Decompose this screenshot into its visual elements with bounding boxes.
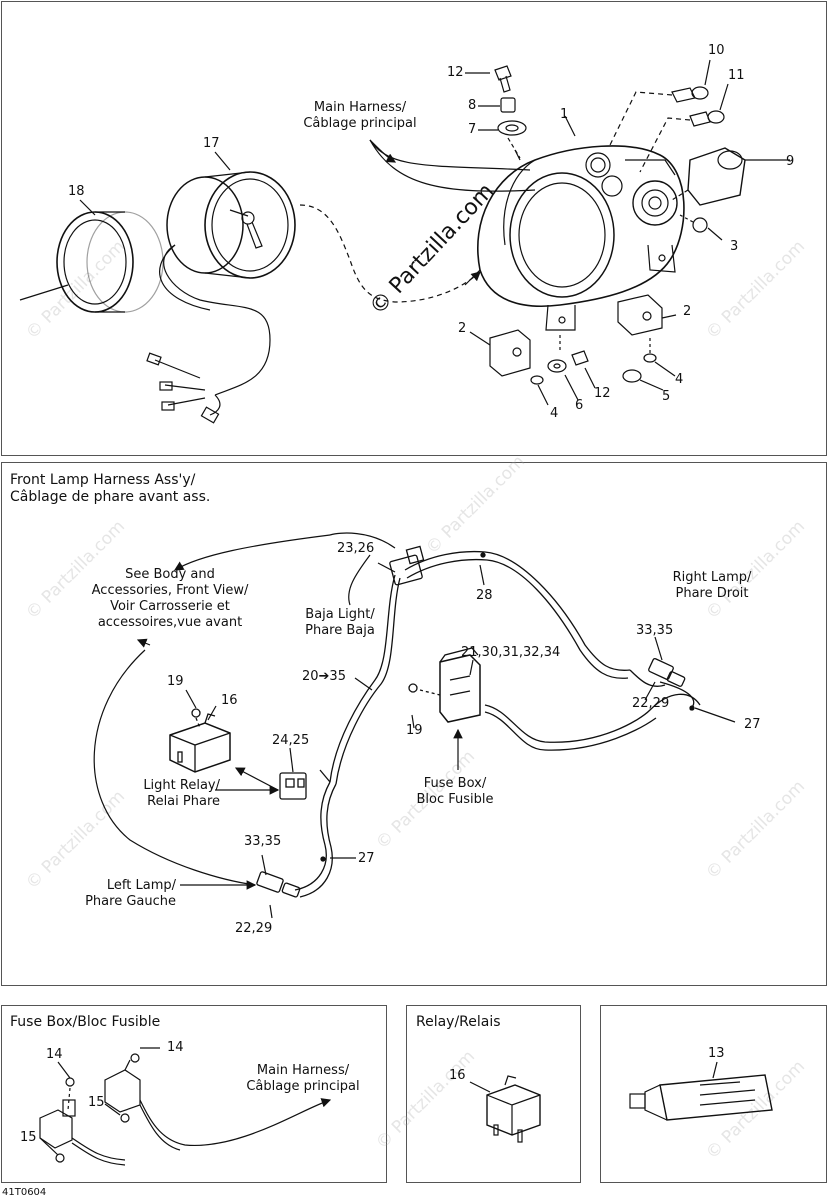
relay-panel-title: Relay/Relais: [416, 1014, 501, 1030]
callout-14: 14: [46, 1047, 63, 1062]
fuse-box-label: Fuse Box/ Bloc Fusible: [416, 776, 494, 807]
callout-28: 28: [476, 588, 493, 603]
callout-24-25: 24,25: [272, 733, 310, 748]
callout-16: 16: [449, 1068, 466, 1083]
fuse-box-panel: [1, 1005, 387, 1183]
callout-15: 15: [20, 1130, 37, 1145]
callout-12: 12: [594, 386, 611, 401]
callout-4: 4: [675, 372, 684, 387]
callout-4: 4: [550, 406, 559, 421]
callout-16: 16: [221, 693, 238, 708]
callout-20-to-35: 20➔35: [302, 669, 346, 684]
callout-22-29-right: 22,29: [632, 696, 670, 711]
middle-panel: [1, 462, 827, 986]
callout-33-35-right: 33,35: [636, 623, 674, 638]
left-lamp-label: Left Lamp/ Phare Gauche: [85, 878, 176, 909]
baja-light-label: Baja Light/ Phare Baja: [305, 607, 375, 638]
callout-6: 6: [575, 398, 584, 413]
speedometer-gauge-part: [146, 171, 296, 424]
main-harness-label-top: Main Harness/ Câblage principal: [303, 100, 417, 131]
right-lamp-label: Right Lamp/ Phare Droit: [672, 570, 752, 601]
fuse-box-panel-title: Fuse Box/Bloc Fusible: [10, 1014, 161, 1030]
callout-5: 5: [662, 389, 671, 404]
callout-27-right: 27: [744, 717, 761, 732]
callout-9: 9: [786, 154, 795, 169]
callout-7: 7: [468, 122, 477, 137]
instrument-cluster-part: [464, 145, 685, 331]
grease-tube-drawing: [629, 1074, 773, 1121]
see-body-note: See Body and Accessories, Front View/ Vo…: [91, 567, 249, 630]
callout-19: 19: [406, 723, 423, 738]
callout-18: 18: [68, 184, 85, 199]
relay-detail-drawing: [486, 1075, 541, 1143]
callout-12: 12: [447, 65, 464, 80]
callout-15: 15: [88, 1095, 105, 1110]
callout-3: 3: [730, 239, 739, 254]
fuse-box-detail-drawing: [39, 1053, 332, 1166]
washers-nut-part: [530, 338, 657, 385]
main-harness-label-bottom: Main Harness/ Câblage principal: [246, 1063, 360, 1094]
callout-2: 2: [683, 304, 692, 319]
light-relay-label: Light Relay/ Relai Phare: [143, 778, 220, 809]
callout-22-29-left: 22,29: [235, 921, 273, 936]
bracket-part: [489, 294, 663, 377]
callout-8: 8: [468, 98, 477, 113]
callout-19: 19: [167, 674, 184, 689]
callout-23-26: 23,26: [337, 541, 375, 556]
bezel-ring-part: [19, 211, 164, 313]
drawing-code: 41T0604: [2, 1187, 47, 1198]
front-lamp-harness-drawing: [169, 545, 701, 898]
bulbs-part: [609, 86, 725, 173]
callout-13: 13: [708, 1046, 725, 1061]
callout-21-30-31-32-34: 21,30,31,32,34: [461, 645, 561, 660]
callout-2: 2: [458, 321, 467, 336]
callout-27-left: 27: [358, 851, 375, 866]
ignition-switch-part: [671, 147, 790, 206]
callout-14: 14: [167, 1040, 184, 1055]
callout-17: 17: [203, 136, 220, 151]
relay-panel: [406, 1005, 581, 1183]
top-panel: [1, 1, 827, 456]
callout-11: 11: [728, 68, 745, 83]
screw-grommet-stack-part: [494, 65, 527, 159]
callout-1: 1: [560, 107, 569, 122]
callout-33-35-left: 33,35: [244, 834, 282, 849]
harness-section-title: Front Lamp Harness Ass'y/ Câblage de pha…: [10, 472, 211, 505]
callout-10: 10: [708, 43, 725, 58]
